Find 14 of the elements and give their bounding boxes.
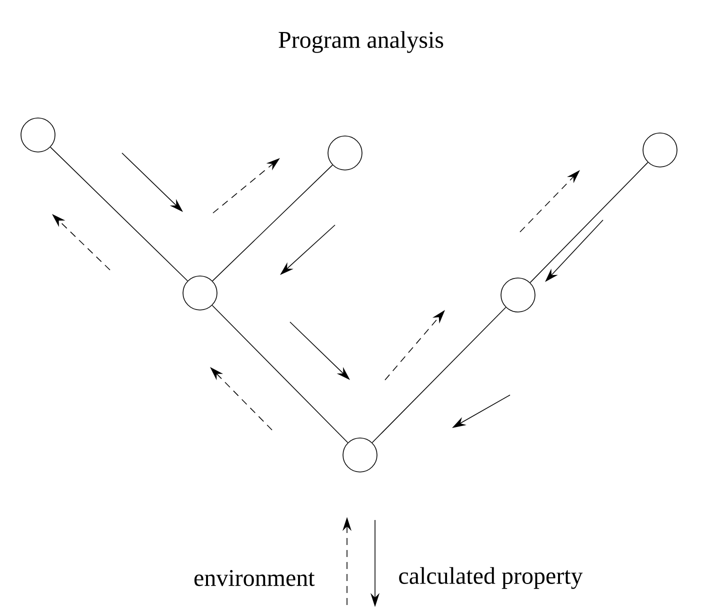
- tree-node: [182, 276, 218, 310]
- tree-edge: [212, 304, 348, 444]
- tree-edge: [372, 306, 506, 444]
- tree-node: [20, 118, 56, 152]
- tree-node: [342, 438, 378, 472]
- tree-node: [642, 132, 678, 168]
- tree-node: [500, 278, 536, 312]
- tree-edge: [50, 146, 188, 282]
- title: Program analysis: [278, 31, 444, 53]
- legend-label: calculated property: [399, 567, 583, 589]
- tree-edge: [212, 164, 333, 282]
- tree-node: [328, 136, 362, 170]
- tree-edge: [530, 162, 648, 283]
- legend-label: environment: [194, 570, 315, 586]
